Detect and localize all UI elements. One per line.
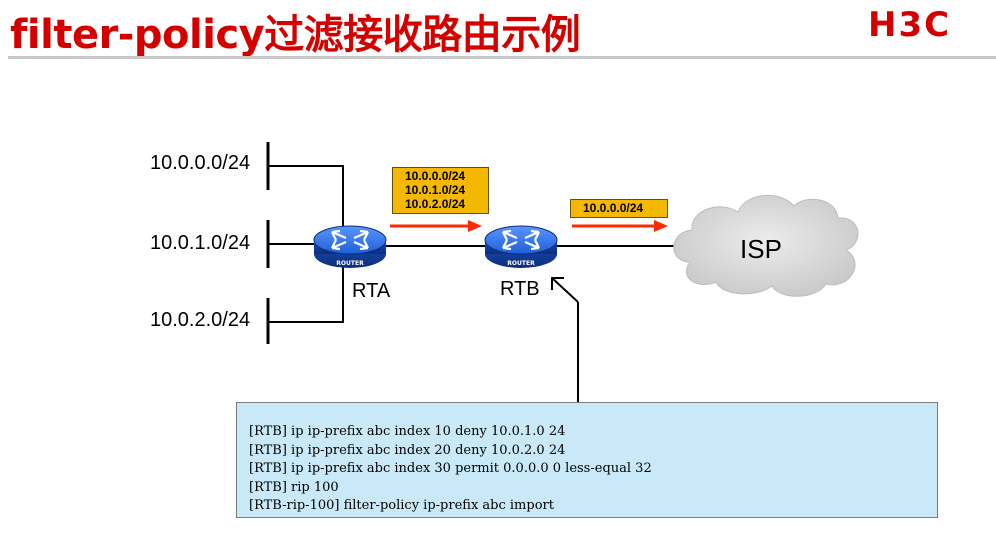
network-label-2: 10.0.1.0/24 — [150, 232, 251, 254]
router-rtb-label: RTB — [500, 278, 540, 300]
callout-arrow-to-rtb — [551, 277, 579, 402]
filtered-routes-box: 10.0.0.0/24 — [570, 199, 668, 218]
arrow-rtb-to-isp — [572, 220, 668, 232]
svg-text:H3C: H3C — [868, 5, 951, 44]
title-divider — [8, 56, 996, 59]
link-net3-rta — [268, 262, 344, 323]
config-line: [RTB] rip 100 — [249, 479, 339, 495]
filtered-route: 10.0.0.0/24 — [583, 201, 644, 215]
arrow-rta-to-rtb — [390, 220, 482, 232]
advertised-route: 10.0.2.0/24 — [405, 197, 466, 211]
advertised-routes-box: 10.0.0.0/24 10.0.1.0/24 10.0.2.0/24 — [392, 167, 489, 214]
config-box: [RTB] ip ip-prefix abc index 10 deny 10.… — [236, 402, 938, 518]
page-title: filter-policy过滤接收路由示例 — [10, 12, 581, 58]
router-rtb-icon: ROUTER — [484, 225, 558, 268]
config-line: [RTB] ip ip-prefix abc index 10 deny 10.… — [249, 424, 566, 439]
router-rta-icon: ROUTER — [313, 225, 387, 268]
network-label-1: 10.0.0.0/24 — [150, 152, 251, 174]
advertised-route: 10.0.0.0/24 — [405, 169, 466, 183]
isp-cloud — [673, 194, 859, 297]
link-net1-rta — [268, 165, 344, 232]
advertised-route: 10.0.1.0/24 — [405, 183, 466, 197]
router-rtb-badge: ROUTER — [507, 260, 535, 267]
h3c-logo: H3C — [868, 5, 951, 44]
isp-label: ISP — [740, 234, 782, 264]
router-rta-badge: ROUTER — [336, 260, 364, 267]
router-rta-label: RTA — [352, 280, 391, 302]
config-line: [RTB-rip-100] filter-policy ip-prefix ab… — [249, 498, 554, 513]
config-line: [RTB] ip ip-prefix abc index 20 deny 10.… — [249, 442, 566, 458]
config-line: [RTB] ip ip-prefix abc index 30 permit 0… — [249, 461, 652, 476]
network-label-3: 10.0.2.0/24 — [150, 309, 251, 331]
